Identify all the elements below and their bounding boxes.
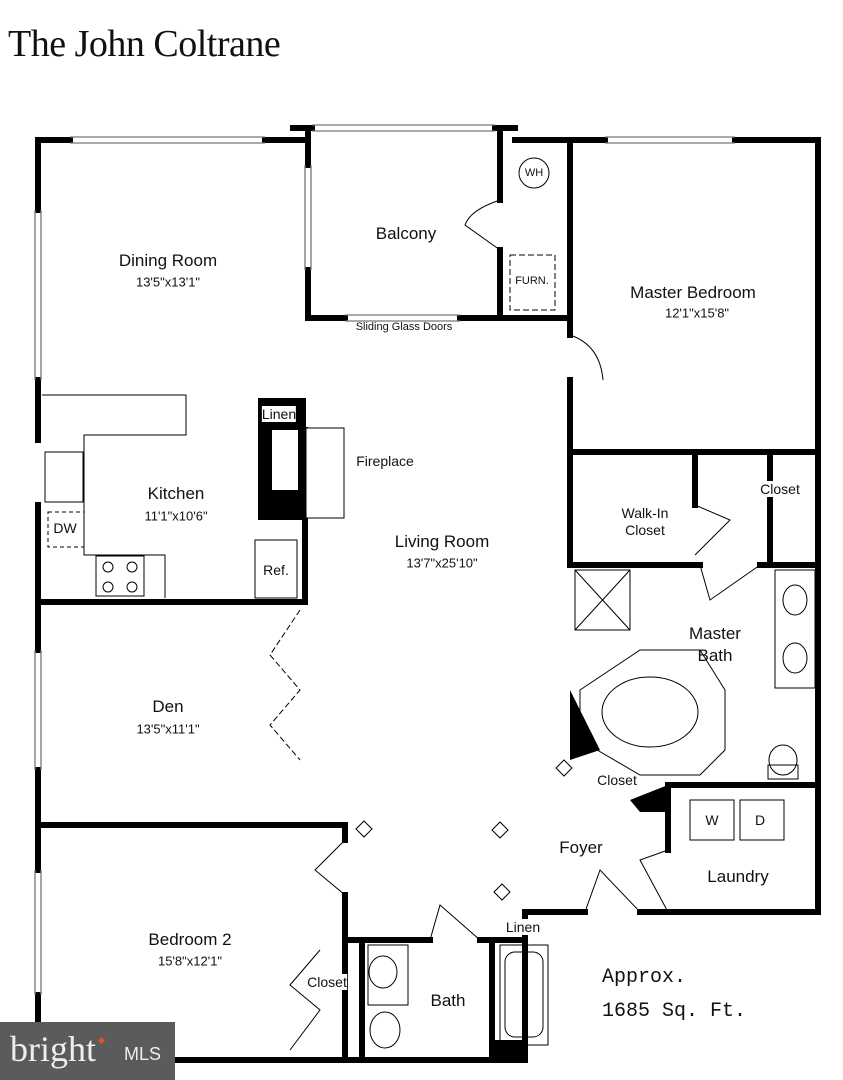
master-bedroom-dims: 12'1"x15'8" — [664, 305, 730, 321]
linen-label: Linen — [261, 406, 297, 422]
living-room-label: Living Room — [394, 532, 490, 551]
den-label: Den — [152, 697, 184, 716]
linen-label-2: Linen — [505, 919, 541, 935]
sliding-doors-label: Sliding Glass Doors — [355, 321, 453, 333]
logo-brand: bright — [10, 1029, 96, 1069]
logo-dot-icon — [97, 1036, 106, 1045]
dryer-label: D — [754, 812, 766, 828]
laundry-label: Laundry — [707, 867, 769, 886]
fireplace-label: Fireplace — [356, 453, 414, 469]
area-value: 1685 Sq. Ft. — [602, 1000, 747, 1023]
walk-in-closet-label-2: Closet — [625, 522, 665, 538]
water-heater-label: WH — [524, 167, 544, 179]
walk-in-closet-label-1: Walk-In — [621, 505, 669, 521]
bedroom-2-dims: 15'8"x12'1" — [157, 953, 223, 969]
foyer-closet-label: Closet — [597, 772, 637, 788]
den-dims: 13'5"x11'1" — [136, 721, 200, 737]
foyer-label: Foyer — [559, 838, 603, 857]
washer-label: W — [705, 812, 719, 828]
dining-room-dims: 13'5"x13'1" — [135, 274, 201, 290]
logo-suffix: MLS — [124, 1044, 162, 1064]
plan-title: The John Coltrane — [8, 23, 281, 65]
bedroom-2-closet-label: Closet — [307, 974, 347, 990]
dishwasher-label: DW — [53, 520, 77, 536]
master-bedroom-label: Master Bedroom — [630, 283, 756, 302]
master-bath-label-2: Bath — [697, 646, 733, 665]
kitchen-dims: 11'1"x10'6" — [144, 508, 208, 524]
refrigerator-label: Ref. — [263, 562, 289, 578]
bath-label: Bath — [430, 991, 466, 1010]
furnace-label: FURN. — [515, 275, 549, 287]
bedroom-2-label: Bedroom 2 — [148, 930, 232, 949]
area-approx-label: Approx. — [602, 966, 687, 989]
master-bath-label-1: Master — [689, 624, 741, 643]
living-room-dims: 13'7"x25'10" — [406, 555, 478, 571]
master-closet-label: Closet — [760, 481, 800, 497]
balcony-label: Balcony — [375, 224, 437, 243]
bright-mls-logo: bright MLS — [0, 1022, 175, 1080]
kitchen-label: Kitchen — [147, 484, 205, 503]
dining-room-label: Dining Room — [118, 251, 218, 270]
